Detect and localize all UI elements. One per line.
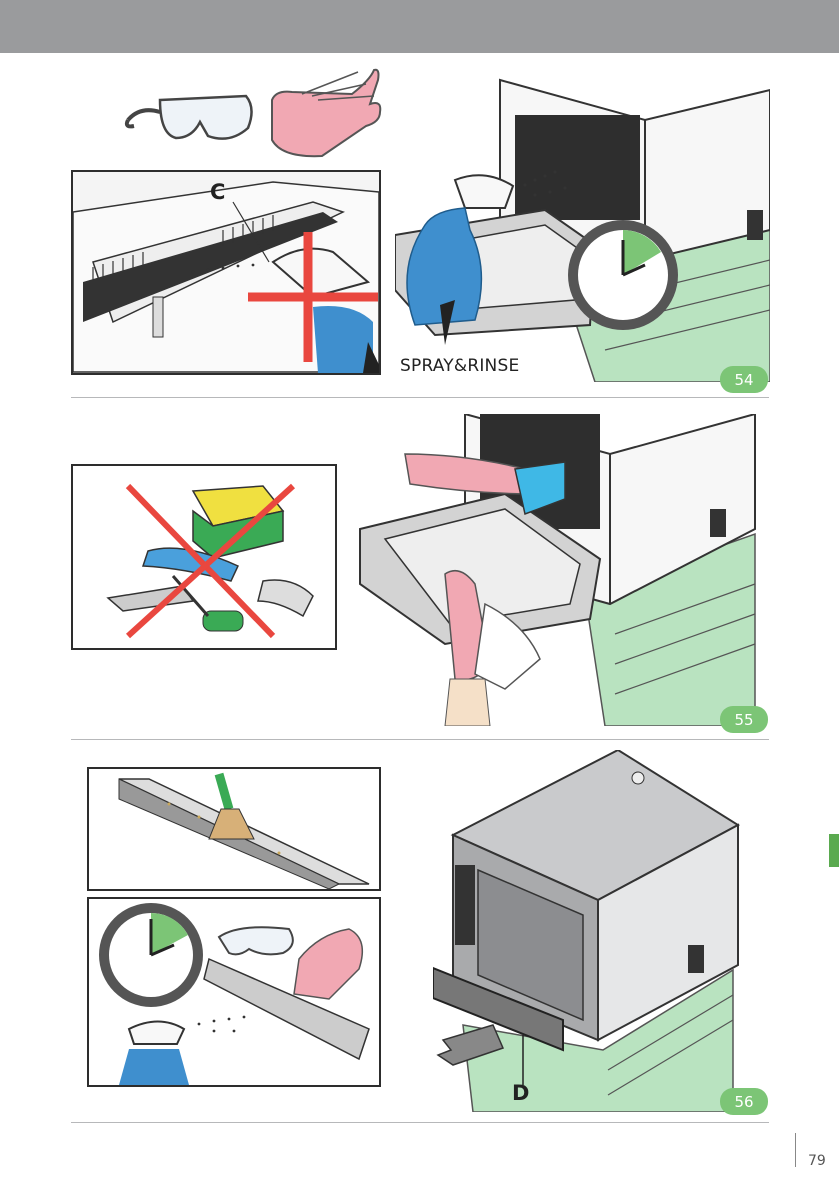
safety-glasses-icon <box>120 88 260 148</box>
callout-d: D <box>512 1081 529 1105</box>
section-divider <box>71 739 769 740</box>
header-bar <box>0 0 839 53</box>
oven-wipe-illustration <box>355 414 757 726</box>
figure-number-badge: 56 <box>720 1088 768 1115</box>
section-divider <box>71 1122 769 1123</box>
oven-closed-illustration <box>433 750 743 1112</box>
inset-panel-prohibited-tools <box>71 464 337 650</box>
page-number-rule <box>795 1133 796 1167</box>
callout-c: C <box>210 180 225 204</box>
gloves-icon <box>262 60 387 160</box>
section-divider <box>71 397 769 398</box>
page-number: 79 <box>808 1153 826 1169</box>
inset-panel-brush-drip-tray <box>87 767 381 891</box>
oven-open-illustration <box>395 60 770 382</box>
figure-number-badge: 54 <box>720 366 768 393</box>
chapter-side-tab <box>829 834 839 867</box>
inset-panel-spray-drip-tray <box>87 897 381 1087</box>
inset-panel-seal <box>71 170 381 375</box>
figure-number-badge: 55 <box>720 706 768 733</box>
